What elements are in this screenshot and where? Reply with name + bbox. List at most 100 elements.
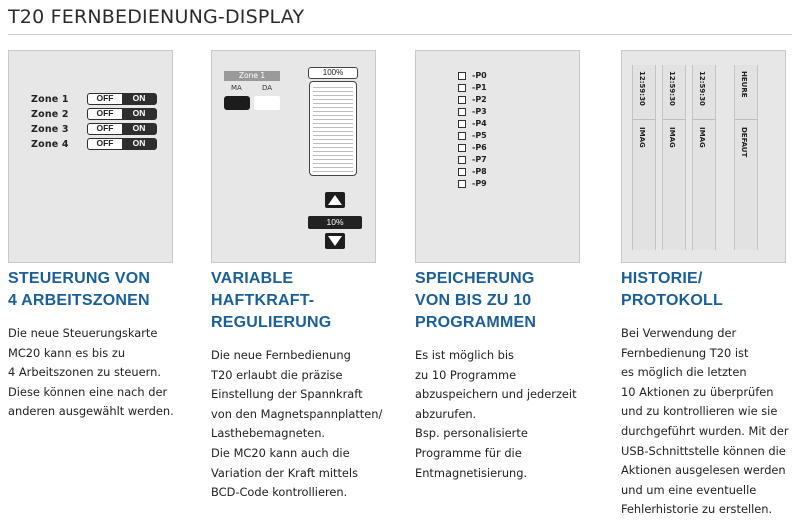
program-label: -P5 <box>472 131 487 140</box>
title-divider <box>8 34 792 35</box>
zone-toggle[interactable]: OFF ON <box>87 138 157 150</box>
body-line: zu 10 Programme <box>415 367 517 382</box>
decrease-button[interactable] <box>325 233 345 249</box>
heading-line: VON BIS ZU 10 <box>415 292 532 309</box>
section-history: HISTORIE/ PROTOKOLL Bei Verwendung der F… <box>621 268 799 520</box>
body-line: abzurufen. <box>415 406 477 421</box>
zone-on-option[interactable]: ON <box>122 139 156 149</box>
body-line: Die neue Fernbedienung <box>211 348 351 362</box>
body-line: 4 Arbeitszonen zu steuern. <box>8 365 161 380</box>
program-item[interactable]: -P5 <box>458 131 487 140</box>
body-line: Die neue Steuerungskarte <box>8 326 158 340</box>
program-label: -P4 <box>472 119 487 128</box>
heading-line: REGULIERUNG <box>211 314 332 331</box>
max-percent-display: 100% <box>308 67 358 79</box>
force-gauge <box>309 81 357 176</box>
program-label: -P6 <box>472 143 487 152</box>
zone-toggle[interactable]: OFF ON <box>87 108 157 120</box>
section-body: Es ist möglich bis zu 10 Programme abzus… <box>415 346 600 483</box>
heading-line: VARIABLE <box>211 270 294 287</box>
program-item[interactable]: -P9 <box>458 179 487 188</box>
program-item[interactable]: -P7 <box>458 155 487 164</box>
body-line: Programme für die <box>415 445 522 460</box>
body-line: es möglich die letzten <box>621 365 747 380</box>
ma-button[interactable] <box>224 96 250 110</box>
program-checkbox[interactable] <box>458 71 466 80</box>
body-line: Aktionen ausgelesen werden <box>621 463 786 478</box>
programs-panel: -P0 -P1 -P2 -P3 -P4 -P5 -P6 -P7 -P8 -P9 <box>415 50 580 263</box>
body-line: Lasthebemagneten. <box>211 426 326 441</box>
program-checkbox[interactable] <box>458 119 466 128</box>
body-line: Fernbedienung T20 ist <box>621 345 749 360</box>
history-time: 12:59:30 <box>668 71 676 106</box>
body-line: Variation der Kraft mittels <box>211 465 359 480</box>
section-heading: SPEICHERUNG VON BIS ZU 10 PROGRAMMEN <box>415 268 600 334</box>
da-label: DA <box>262 84 273 92</box>
heading-line: STEUERUNG VON <box>8 270 151 287</box>
page-title: T20 FERNBEDIENUNG-DISPLAY <box>8 6 305 28</box>
zone-indicator: Zone 1 <box>224 71 280 81</box>
program-label: -P2 <box>472 95 487 104</box>
program-item[interactable]: -P1 <box>458 83 487 92</box>
program-checkbox[interactable] <box>458 143 466 152</box>
zone-off-option[interactable]: OFF <box>88 124 122 134</box>
body-line: Einstellung der Spannkraft <box>211 387 363 402</box>
program-checkbox[interactable] <box>458 167 466 176</box>
step-percent-display: 10% <box>308 216 362 229</box>
section-heading: VARIABLE HAFTKRAFT- REGULIERUNG <box>211 268 396 334</box>
force-regulation-panel: Zone 1 MA DA 100% 10% <box>211 50 376 263</box>
section-programs: SPEICHERUNG VON BIS ZU 10 PROGRAMMEN Es … <box>415 268 600 483</box>
section-zones: STEUERUNG VON 4 ARBEITSZONEN Die neue St… <box>8 268 193 422</box>
zone-on-option[interactable]: ON <box>122 124 156 134</box>
zone-row: Zone 4 OFF ON <box>31 138 157 150</box>
program-item[interactable]: -P2 <box>458 95 487 104</box>
program-checkbox[interactable] <box>458 155 466 164</box>
zone-row: Zone 2 OFF ON <box>31 108 157 120</box>
zone-off-option[interactable]: OFF <box>88 109 122 119</box>
program-item[interactable]: -P3 <box>458 107 487 116</box>
zone-on-option[interactable]: ON <box>122 109 156 119</box>
heading-line: HISTORIE/ <box>621 270 703 287</box>
body-line: Diese können eine nach der <box>8 384 168 399</box>
program-label: -P1 <box>472 83 487 92</box>
program-label: -P7 <box>472 155 487 164</box>
history-column: 12:59:30 IMAG <box>632 65 656 250</box>
body-line: durchgeführt wurden. Mit der <box>621 423 789 438</box>
zone-toggle[interactable]: OFF ON <box>87 93 157 105</box>
zone-off-option[interactable]: OFF <box>88 94 122 104</box>
history-column: 12:59:30 IMAG <box>662 65 686 250</box>
body-line: und um eine eventuelle <box>621 482 757 497</box>
increase-button[interactable] <box>325 192 345 208</box>
heading-line: PROTOKOLL <box>621 292 723 309</box>
body-line: abzuspeichern und jederzeit <box>415 387 577 402</box>
program-item[interactable]: -P8 <box>458 167 487 176</box>
program-checkbox[interactable] <box>458 131 466 140</box>
heading-line: 4 ARBEITSZONEN <box>8 292 150 309</box>
zone-label: Zone 3 <box>31 123 69 135</box>
zone-on-option[interactable]: ON <box>122 94 156 104</box>
program-checkbox[interactable] <box>458 107 466 116</box>
body-line: BCD-Code kontrollieren. <box>211 485 348 500</box>
zone-toggle[interactable]: OFF ON <box>87 123 157 135</box>
program-checkbox[interactable] <box>458 179 466 188</box>
program-checkbox[interactable] <box>458 95 466 104</box>
history-time: 12:59:30 <box>698 71 706 106</box>
program-item[interactable]: -P4 <box>458 119 487 128</box>
zone-row: Zone 3 OFF ON <box>31 123 157 135</box>
history-header-status: DEFAUT <box>740 127 748 158</box>
program-label: -P0 <box>472 71 487 80</box>
da-button[interactable] <box>254 96 280 110</box>
history-column: HEURE DEFAUT <box>734 65 758 250</box>
history-action: IMAG <box>698 127 706 148</box>
body-line: Die MC20 kann auch die <box>211 445 350 460</box>
body-line: MC20 kann es bis zu <box>8 345 126 360</box>
section-body: Bei Verwendung der Fernbedienung T20 ist… <box>621 324 799 520</box>
program-item[interactable]: -P6 <box>458 143 487 152</box>
zone-row: Zone 1 OFF ON <box>31 93 157 105</box>
program-item[interactable]: -P0 <box>458 71 487 80</box>
heading-line: PROGRAMMEN <box>415 314 537 331</box>
zone-off-option[interactable]: OFF <box>88 139 122 149</box>
program-checkbox[interactable] <box>458 83 466 92</box>
heading-line: HAFTKRAFT- <box>211 292 315 309</box>
heading-line: SPEICHERUNG <box>415 270 535 287</box>
